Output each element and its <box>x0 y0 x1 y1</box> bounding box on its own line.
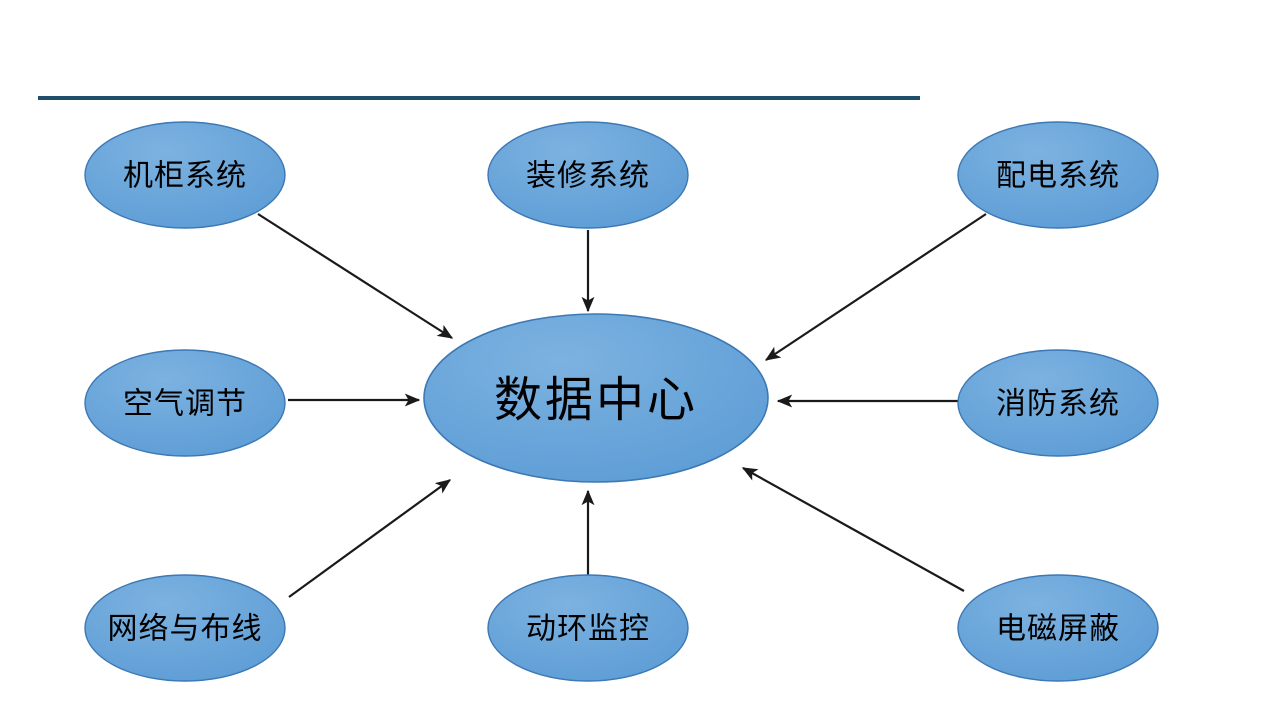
connectors-layer <box>257 213 987 598</box>
connector-power-to-center <box>764 213 987 361</box>
node-ellipse[interactable] <box>84 121 286 229</box>
center-node-group[interactable]: 数据中心 <box>423 313 769 483</box>
node-network-and-cabling[interactable]: 网络与布线 <box>84 574 286 682</box>
node-air-conditioning[interactable]: 空气调节 <box>84 349 286 457</box>
node-label: 装修系统 <box>526 159 650 194</box>
connector-cabinet-to-center <box>257 213 454 339</box>
node-ellipse[interactable] <box>957 349 1159 457</box>
connector-line <box>764 213 987 361</box>
node-decoration-system[interactable]: 装修系统 <box>487 121 689 229</box>
node-electromagnetic-shielding[interactable]: 电磁屏蔽 <box>957 574 1159 682</box>
connector-network-to-center <box>288 479 451 598</box>
node-label: 消防系统 <box>996 387 1120 422</box>
node-label: 电磁屏蔽 <box>996 612 1120 647</box>
node-label: 网络与布线 <box>108 612 263 647</box>
node-label: 空气调节 <box>123 387 247 422</box>
node-label: 配电系统 <box>996 159 1120 194</box>
node-label: 机柜系统 <box>123 159 247 194</box>
connector-line <box>288 479 451 598</box>
node-ellipse[interactable] <box>487 121 689 229</box>
node-environment-monitoring[interactable]: 动环监控 <box>487 574 689 682</box>
node-ellipse[interactable] <box>84 349 286 457</box>
node-power-distribution-system[interactable]: 配电系统 <box>957 121 1159 229</box>
node-ellipse[interactable] <box>487 574 689 682</box>
center-node-label: 数据中心 <box>494 372 698 428</box>
center-node-ellipse[interactable] <box>423 313 769 483</box>
connector-line <box>741 467 965 592</box>
node-ellipse[interactable] <box>957 574 1159 682</box>
node-ellipse[interactable] <box>957 121 1159 229</box>
node-ellipse[interactable] <box>84 574 286 682</box>
node-cabinet-system[interactable]: 机柜系统 <box>84 121 286 229</box>
node-label: 动环监控 <box>526 612 650 647</box>
connector-line <box>257 213 454 339</box>
node-fire-protection-system[interactable]: 消防系统 <box>957 349 1159 457</box>
connector-shielding-to-center <box>741 467 965 592</box>
